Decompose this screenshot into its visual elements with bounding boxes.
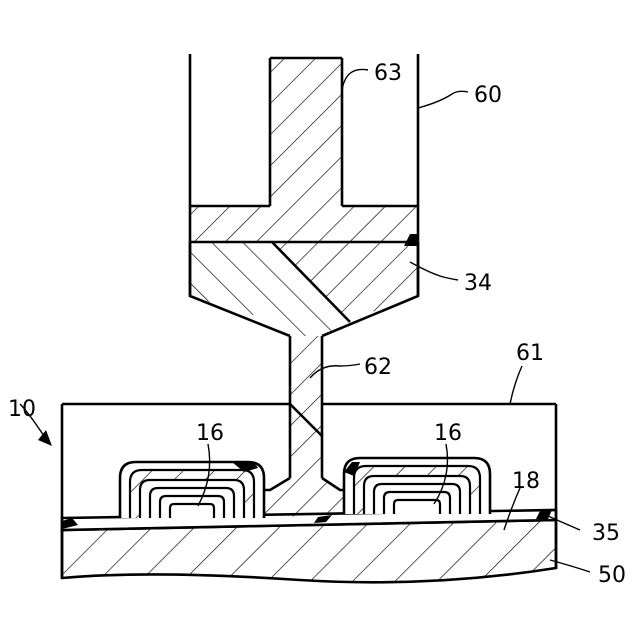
label-16-left: 16 xyxy=(196,421,224,446)
label-60-leader xyxy=(418,91,468,108)
label-34: 34 xyxy=(464,271,492,296)
label-10: 10 xyxy=(8,397,36,422)
label-61-leader xyxy=(510,366,522,404)
label-62: 62 xyxy=(364,355,392,380)
label-50: 50 xyxy=(598,563,626,588)
post-63 xyxy=(270,58,342,206)
label-35: 35 xyxy=(592,521,620,546)
label-10-arrowhead xyxy=(38,430,52,446)
label-16-right: 16 xyxy=(434,421,462,446)
pad-layer xyxy=(190,206,418,242)
left-coil-stack-16 xyxy=(120,462,264,518)
via-62 xyxy=(264,336,344,518)
label-63-leader xyxy=(342,69,368,90)
label-60: 60 xyxy=(474,83,502,108)
label-63: 63 xyxy=(374,61,402,86)
label-18: 18 xyxy=(512,469,540,494)
label-61: 61 xyxy=(516,341,544,366)
right-coil-stack-16 xyxy=(344,458,490,514)
